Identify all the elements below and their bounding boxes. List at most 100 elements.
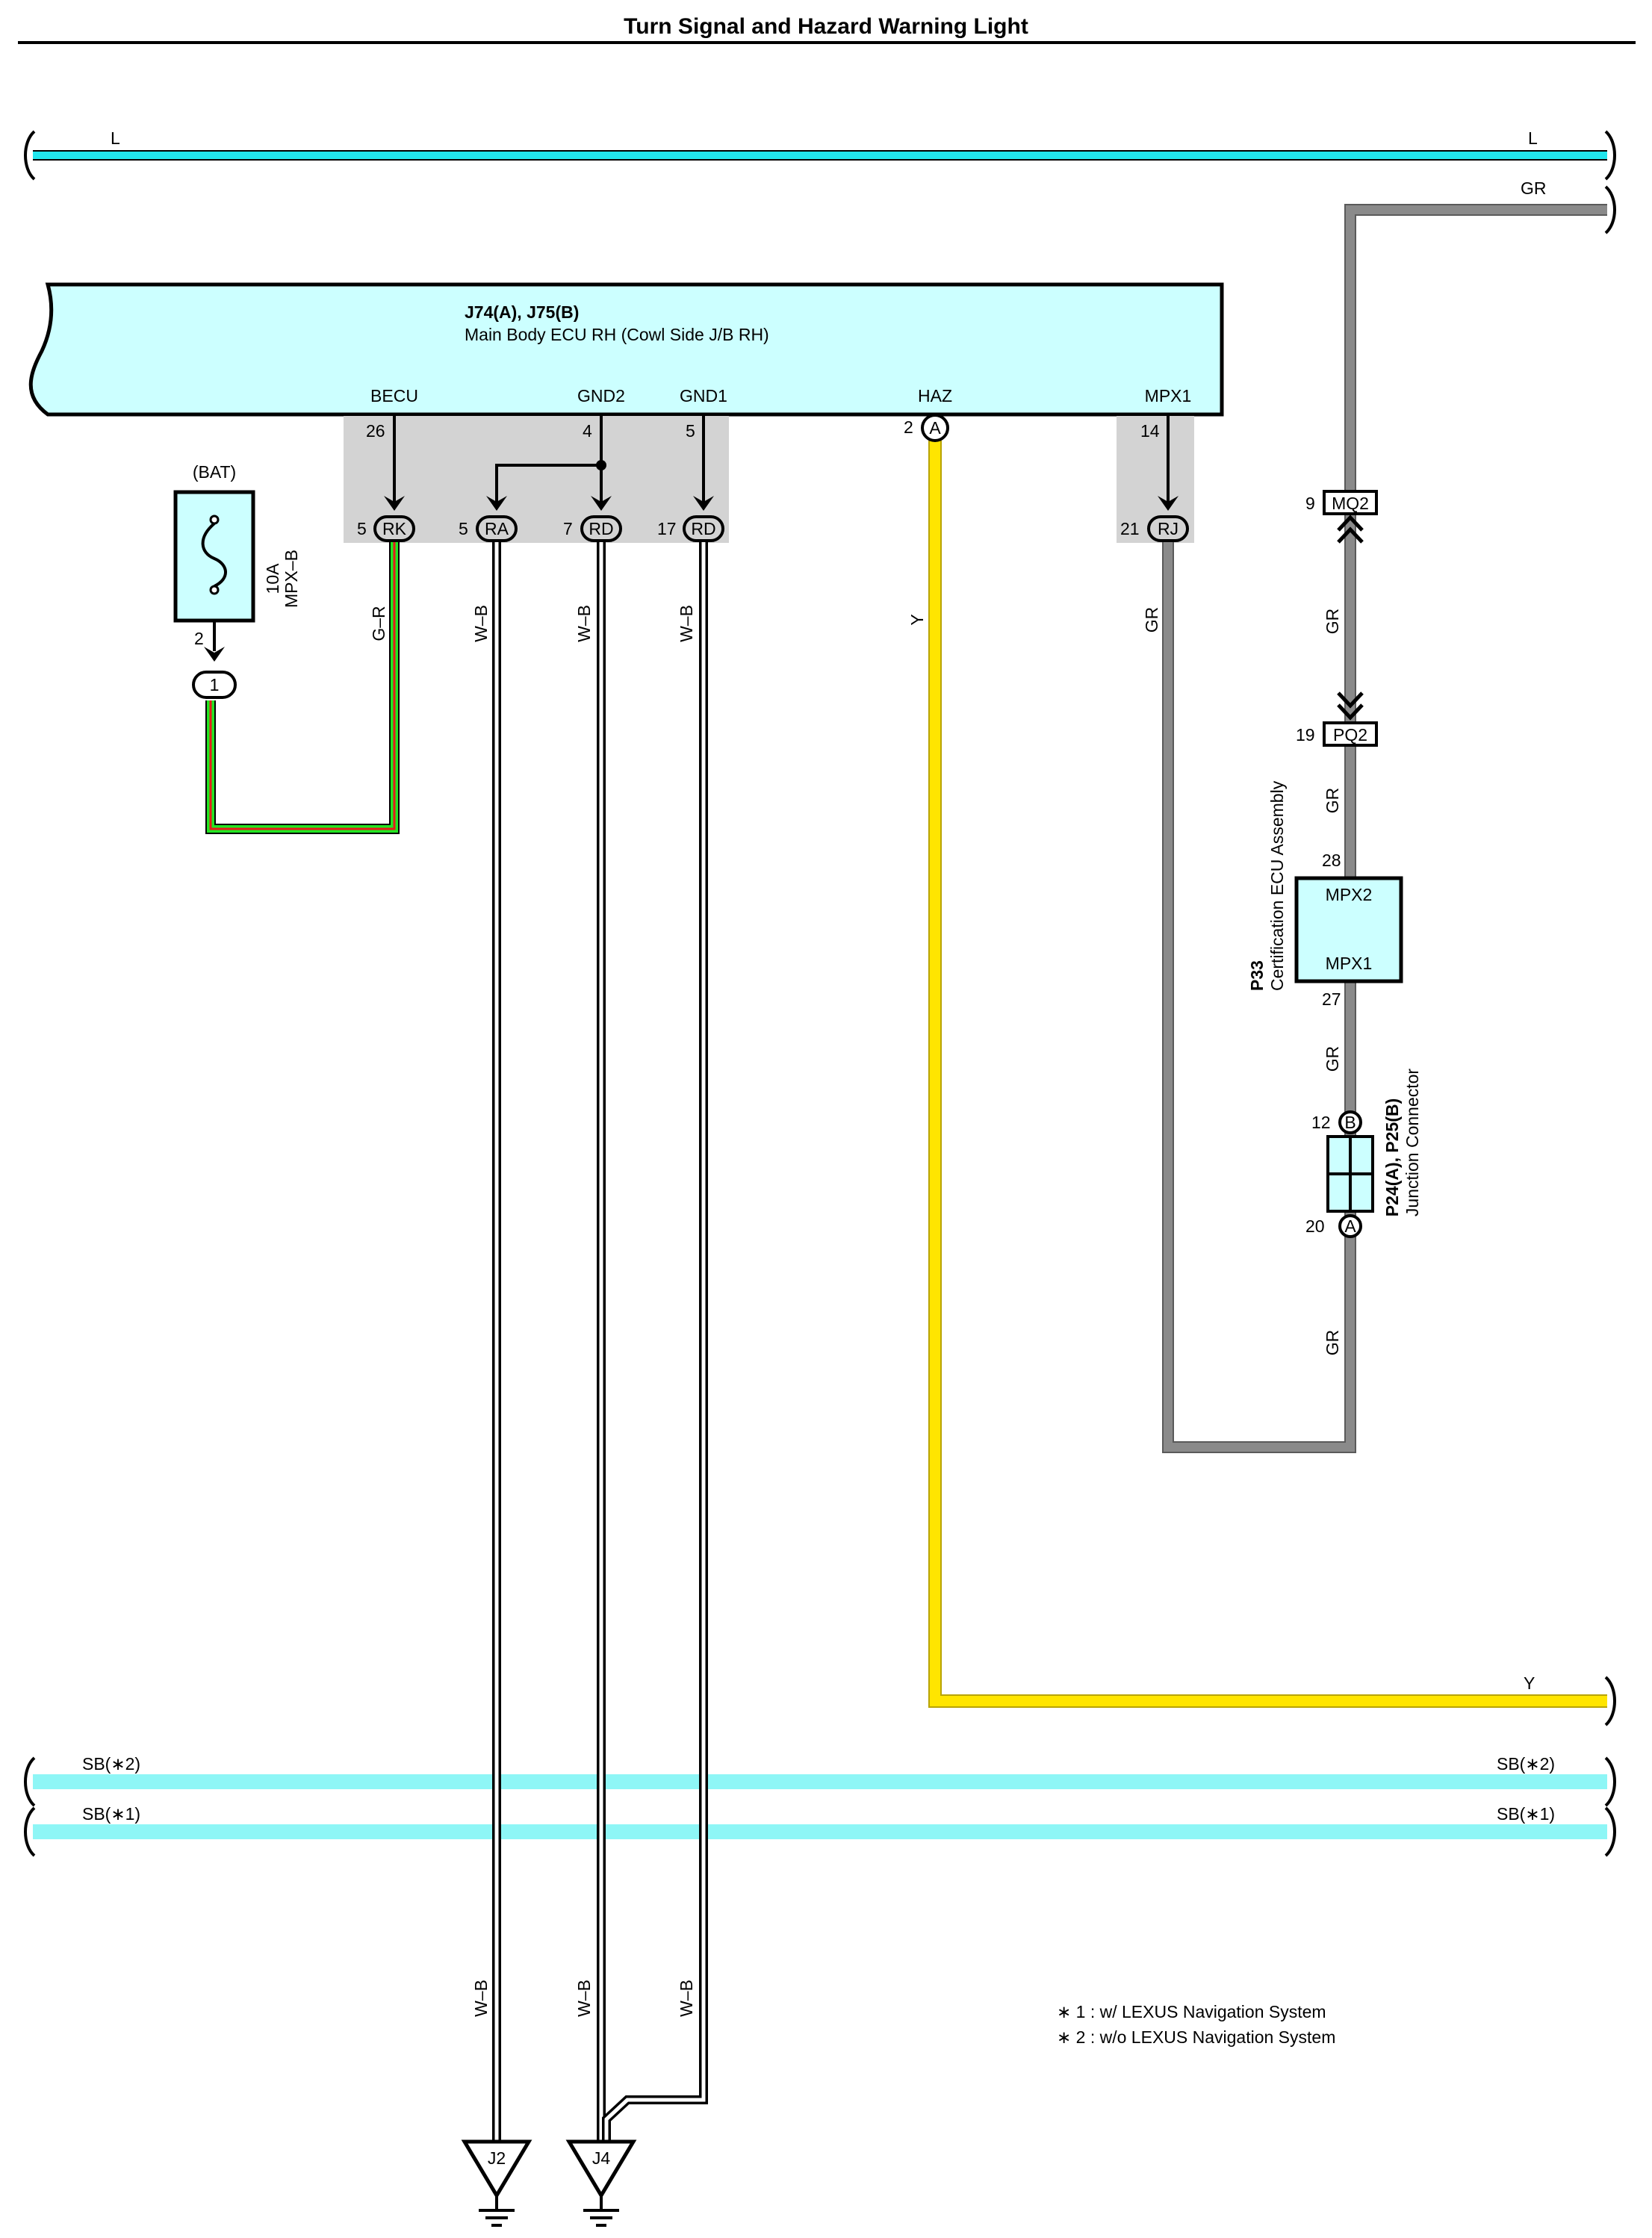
fuse-connector-1: 1 [192, 671, 237, 699]
svg-text:17: 17 [657, 519, 677, 538]
note-2: ∗ 2 : w/o LEXUS Navigation System [1057, 2027, 1335, 2047]
fuse-name: MPX–B [282, 550, 301, 608]
ecu-terminal-gnd2: GND2 [577, 386, 625, 405]
wire-label-W-B-ra-bottom: W–B [471, 1980, 491, 2017]
connector-rd-7: RD 7 [563, 515, 622, 542]
svg-text:RJ: RJ [1158, 519, 1179, 538]
wire-label-GR-rj: GR [1142, 607, 1161, 633]
svg-text:20: 20 [1305, 1216, 1325, 1236]
svg-text:RA: RA [485, 519, 509, 538]
ecu-pin-becu: 26 [366, 421, 385, 441]
junction-name: Junction Connector [1403, 1069, 1422, 1217]
wire-break-GR-right [1604, 185, 1616, 234]
svg-text:MQ2: MQ2 [1332, 494, 1369, 513]
svg-text:9: 9 [1305, 494, 1315, 513]
wire-break-SB1-left [24, 1806, 36, 1857]
svg-text:A: A [1344, 1216, 1356, 1236]
svg-text:RD: RD [589, 519, 613, 538]
svg-text:RD: RD [691, 519, 715, 538]
wire-label-GR-jc-bottom: GR [1323, 1330, 1342, 1356]
ecu-terminal-gnd1: GND1 [680, 386, 727, 405]
ecu-pin-haz: 2 [904, 417, 913, 437]
junction-code: P24(A), P25(B) [1382, 1098, 1402, 1216]
svg-text:J2: J2 [488, 2148, 506, 2168]
connector-rd-17: RD 17 [657, 515, 724, 542]
ecu-terminal-haz: HAZ [918, 386, 952, 405]
connector-rj: RJ 21 [1120, 515, 1189, 542]
wire-break-SB1-right [1604, 1806, 1616, 1857]
wire-label-Y-haz: Y [907, 614, 927, 625]
wire-label-W-B-rd7: W–B [574, 605, 594, 642]
p33-ecu-box [1294, 876, 1403, 983]
svg-text:7: 7 [563, 519, 573, 538]
ground-j4: J4 [565, 2139, 637, 2227]
p33-pin-top: 28 [1322, 851, 1341, 870]
wire-label-G-R: G–R [369, 606, 388, 641]
wire-break-SB2-left [24, 1756, 36, 1807]
wire-label-SB2-right: SB(∗2) [1497, 1754, 1555, 1774]
wire-break-SB2-right [1604, 1756, 1616, 1807]
p33-pin-bottom: 27 [1322, 989, 1341, 1009]
svg-text:19: 19 [1296, 725, 1315, 745]
svg-text:5: 5 [357, 519, 367, 538]
wire-label-W-B-rd17: W–B [677, 605, 696, 642]
p33-terminal-mpx2: MPX2 [1326, 885, 1373, 904]
wire-label-Y-right: Y [1524, 1673, 1535, 1693]
wire-label-GR-p33-jc: GR [1323, 1046, 1342, 1072]
diagram-title: Turn Signal and Hazard Warning Light [624, 14, 1028, 39]
connector-haz-a: A [921, 414, 949, 442]
wire-break-Y-right [1604, 1676, 1616, 1726]
wire-label-L-right: L [1528, 128, 1538, 148]
wire-label-SB1-right: SB(∗1) [1497, 1804, 1555, 1824]
fuse-rating: 10A [263, 563, 282, 594]
fuse-source: (BAT) [193, 462, 236, 482]
wire-Y-haz [928, 441, 1607, 1708]
wire-label-GR-pq2-p33: GR [1323, 788, 1342, 814]
p33-code: P33 [1247, 960, 1267, 991]
ecu-terminal-becu: BECU [370, 386, 418, 405]
svg-text:12: 12 [1311, 1113, 1331, 1132]
svg-text:1: 1 [210, 675, 220, 694]
ecu-pin-gnd2: 4 [583, 421, 592, 441]
ecu-pin-gnd1: 5 [686, 421, 695, 441]
p33-name: Certification ECU Assembly [1267, 780, 1287, 991]
wire-label-SB2-left: SB(∗2) [82, 1754, 140, 1774]
svg-text:RK: RK [382, 519, 407, 538]
note-1: ∗ 1 : w/ LEXUS Navigation System [1057, 2002, 1326, 2021]
connector-ra: RA 5 [459, 515, 518, 542]
svg-text:J4: J4 [592, 2148, 611, 2168]
wire-GR-top [1344, 204, 1607, 502]
main-body-ecu-box [28, 282, 1224, 417]
connector-mq2: MQ2 9 [1305, 490, 1378, 544]
connector-rk: RK 5 [357, 515, 415, 542]
fuse-box [173, 490, 255, 623]
p33-terminal-mpx1: MPX1 [1326, 954, 1373, 973]
wire-break-L-right [1604, 130, 1616, 181]
svg-text:A: A [929, 418, 941, 438]
svg-text:5: 5 [459, 519, 468, 538]
ecu-pin-mpx1: 14 [1140, 421, 1160, 441]
wire-label-W-B-rd17-bottom: W–B [677, 1980, 696, 2017]
wire-G-R-becu [205, 538, 400, 834]
svg-text:PQ2: PQ2 [1333, 725, 1367, 745]
wire-label-L-left: L [111, 128, 120, 148]
wire-break-L-left [24, 130, 36, 181]
ecu-name: Main Body ECU RH (Cowl Side J/B RH) [465, 325, 769, 344]
fuse-symbol [201, 515, 227, 662]
junction-connector: B 12 A 20 [1305, 1110, 1374, 1238]
wire-W-B-crossings [492, 1762, 708, 1852]
fuse-pin: 2 [194, 629, 204, 648]
jb-splice-dot [596, 460, 606, 470]
wire-label-GR-mq2-pq2: GR [1323, 609, 1342, 635]
wire-label-W-B-rd7-bottom: W–B [574, 1980, 594, 2017]
ground-j2: J2 [461, 2139, 532, 2227]
wire-W-B-rd17 [602, 538, 708, 2166]
wire-label-W-B-ra: W–B [471, 605, 491, 642]
wire-label-SB1-left: SB(∗1) [82, 1804, 140, 1824]
jb-internal-wires [393, 416, 1170, 502]
connector-pq2: PQ2 19 [1296, 691, 1378, 747]
wire-GR-rj [1162, 538, 1356, 1453]
svg-text:B: B [1344, 1113, 1356, 1132]
ecu-code: J74(A), J75(B) [465, 302, 579, 322]
